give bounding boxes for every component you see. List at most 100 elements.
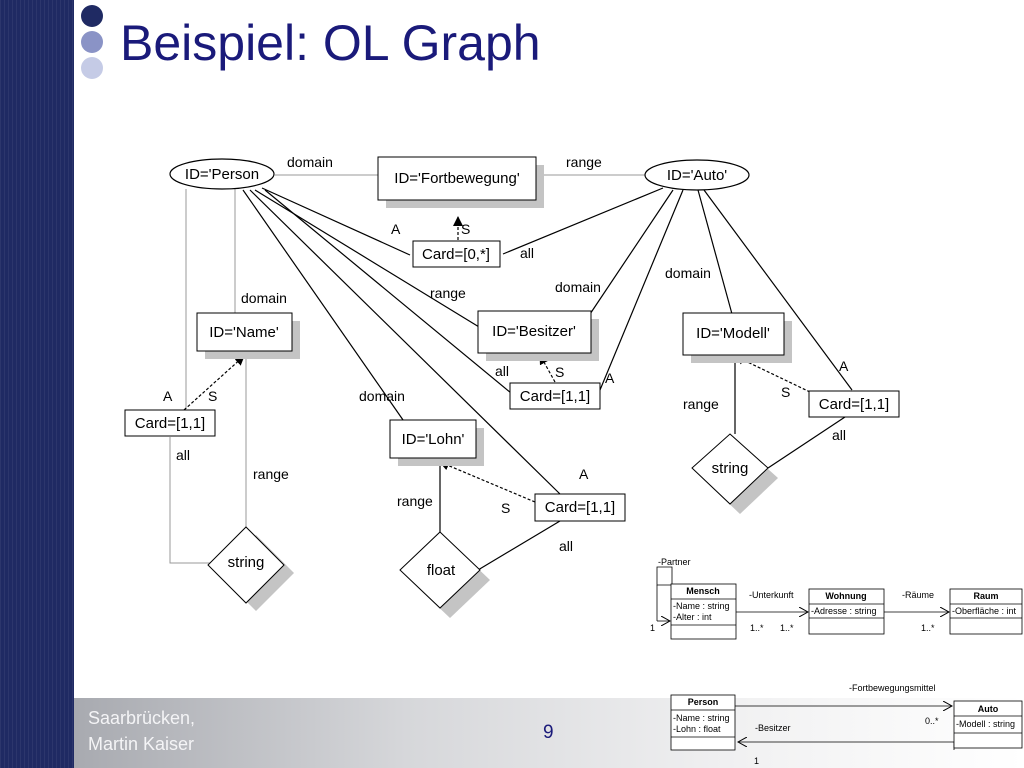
uml-class-mensch [670,583,737,640]
node-fortbewegung [377,156,537,201]
uml-wohnung-name: Wohnung [825,591,866,601]
label-a-lohn: A [579,466,589,482]
footer-name: Martin Kaiser [88,734,195,754]
edge-auto-card-0-many [502,187,664,255]
node-name [196,312,293,352]
footer-location: Saarbrücken, [88,708,196,728]
node-string-name [207,526,285,604]
arrow-card-modell [734,355,811,393]
node-person [169,158,275,190]
edge-auto-besitzer [577,189,674,333]
uml-raum-attr1: -Oberfläche : int [952,606,1017,616]
uml-raum-name: Raum [973,591,998,601]
uml-mensch-attr2: -Alter : int [673,612,712,622]
bullet-dot-dark [81,5,103,27]
label-range-lohn: range [397,493,433,509]
label-range-besitzer: range [430,285,466,301]
graph-edge-labels: domain range A S all domain domain range… [163,154,849,554]
node-card-lohn [534,493,626,522]
uml-fortbewegungsmittel-label: -Fortbewegungsmittel [849,683,936,693]
arrow-card-name [183,355,245,411]
edge-person-card-0-many [261,187,411,256]
label-domain-name: domain [241,290,287,306]
node-string-modell [691,433,769,505]
bullet-dot-light [81,57,103,79]
edge-auto-modell [697,189,733,315]
uml-mult-besitzer: 1 [754,756,759,766]
label-s-modell: S [781,384,790,400]
uml-bottom: -Fortbewegungsmittel 0..* Person -Name :… [670,683,1023,766]
node-card-modell-label: Card=[1,1] [819,396,889,413]
label-range-fortbewegung: range [566,154,602,170]
uml-class-raum [949,588,1023,635]
uml-mult-raeume: 1..* [921,623,935,633]
uml-partner-loop [656,566,673,586]
uml-wohnung-attr1: -Adresse : string [811,606,877,616]
node-modell-label: ID='Modell' [696,325,770,342]
uml-mult-unterkunft-1: 1..* [750,623,764,633]
edge-card-name-string [169,437,212,564]
edge-auto-card-besitzer [599,189,684,391]
uml-raeume-label: -Räume [902,590,934,600]
node-string-name-label: string [228,554,265,571]
bullet-dot-mid [81,31,103,53]
node-card-0-many [412,240,501,268]
uml-mensch-attr1: -Name : string [673,601,730,611]
page-number: 9 [543,722,554,743]
node-card-modell [808,390,900,418]
label-range-modell: range [683,396,719,412]
edge-auto-card-modell [703,189,853,391]
label-all-lohn: all [559,538,573,554]
label-a-besitzer: A [605,370,615,386]
graph-edges [169,174,853,571]
uml-person-attr1: -Name : string [673,713,730,723]
edge-person-card-lohn [249,189,561,495]
uml-class-wohnung [808,588,885,635]
node-auto-label: ID='Auto' [667,167,727,184]
uml-mult-fortbewegungsmittel: 0..* [925,716,939,726]
uml-class-auto [953,700,1023,749]
label-a-modell: A [839,358,849,374]
uml-person-attr2: -Lohn : float [673,724,721,734]
edge-card-modell-string [767,416,846,469]
label-all-name: all [176,447,190,463]
node-string-modell-label: string [712,460,749,477]
label-all-besitzer: all [495,363,509,379]
uml-partner-label: -Partner [658,557,691,567]
node-person-label: ID='Person [185,166,259,183]
label-s-lohn: S [501,500,510,516]
footer-bar [74,698,1024,768]
node-auto [644,159,750,191]
graph-nodes: ID='Person ID='Auto' ID='Fortbewegung' I… [124,156,900,618]
edge-person-lohn [242,189,411,431]
node-name-label: ID='Name' [209,324,279,341]
edge-person-card-besitzer [264,189,512,394]
node-float-lohn-label: float [427,562,456,579]
footer-author: Saarbrücken, Martin Kaiser [88,705,195,757]
label-domain-modell: domain [665,265,711,281]
label-range-name: range [253,466,289,482]
label-s-name: S [208,388,217,404]
uml-besitzer-label: -Besitzer [755,723,791,733]
label-domain-besitzer: domain [555,279,601,295]
label-a-fortbewegung: A [391,221,401,237]
edge-card-lohn-float [477,520,561,571]
node-fortbewegung-label: ID='Fortbewegung' [394,170,520,187]
node-card-lohn-label: Card=[1,1] [545,499,615,516]
uml-unterkunft-label: -Unterkunft [749,590,794,600]
label-domain-fortbewegung: domain [287,154,333,170]
node-card-0-many-label: Card=[0,*] [422,246,490,263]
node-besitzer [477,310,592,354]
label-a-name: A [163,388,173,404]
node-lohn-label: ID='Lohn' [402,431,465,448]
uml-person-name: Person [688,697,719,707]
node-card-name-label: Card=[1,1] [135,415,205,432]
node-float-lohn [399,531,481,609]
label-domain-lohn: domain [359,388,405,404]
arrow-card-lohn [439,460,536,503]
node-card-besitzer [509,382,601,410]
node-modell [682,312,785,356]
label-all-fortbewegung: all [520,245,534,261]
node-card-name [124,409,216,437]
